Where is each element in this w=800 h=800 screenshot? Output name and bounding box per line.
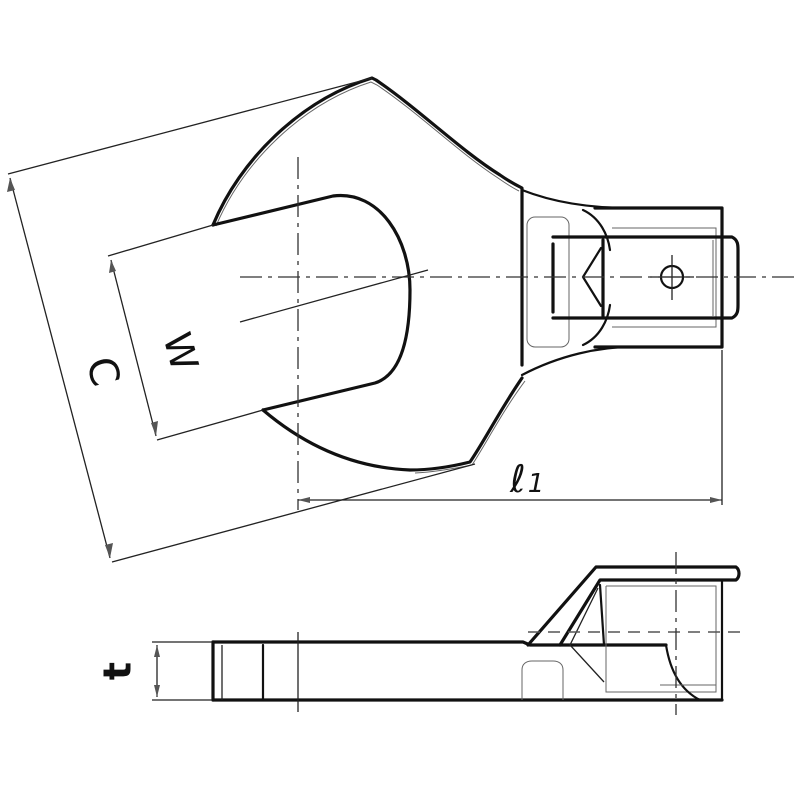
neck-upper <box>520 188 724 210</box>
label-c: C <box>77 352 129 391</box>
side-body <box>211 640 668 647</box>
top-view: C W ℓ1 <box>7 76 800 563</box>
dimension-t: t <box>96 641 212 701</box>
drive-housing <box>593 206 724 349</box>
jaw-axis-line <box>239 269 429 323</box>
label-l1-subscript: 1 <box>528 469 545 499</box>
slot-outline <box>526 216 570 348</box>
jaw-opening <box>211 193 412 412</box>
label-t: t <box>96 662 140 680</box>
svg-text:ℓ1: ℓ1 <box>509 457 544 501</box>
head-outline-lower <box>261 376 524 472</box>
dimension-l1: ℓ1 <box>298 350 723 505</box>
dimension-w: W <box>107 224 264 441</box>
neck-lower <box>520 345 724 377</box>
dimension-c: C <box>7 77 476 563</box>
side-view: t <box>96 552 745 715</box>
label-l1: ℓ <box>509 457 526 501</box>
head-outline-upper <box>211 76 524 367</box>
side-drive-riser <box>526 565 741 647</box>
label-w: W <box>154 328 206 376</box>
